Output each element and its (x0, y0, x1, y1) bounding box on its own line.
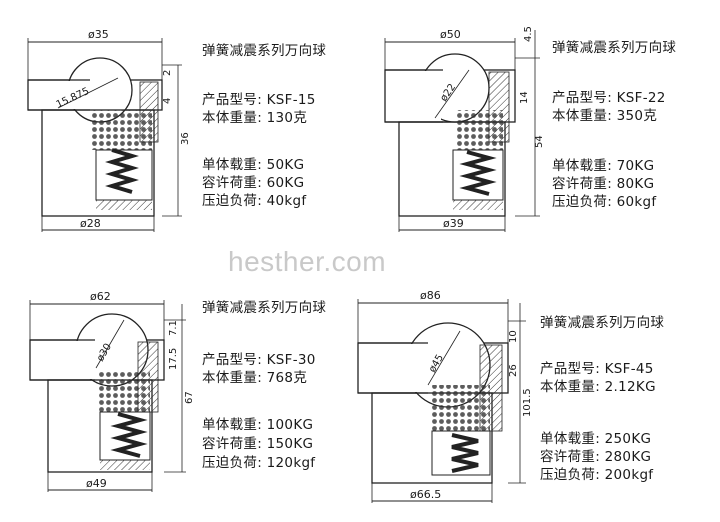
series-title: 弹簧减震系列万向球 (202, 300, 327, 316)
drawing-ksf15: ø35 15.875 2 4 36 ø28 (27, 28, 191, 232)
allow-load-value: 60KG (266, 175, 305, 191)
dim-h1: 2 (162, 70, 173, 76)
model-value: KSF-30 (266, 352, 316, 368)
label-model: 产品型号: KSF-22 (552, 90, 666, 106)
dim-top: ø86 (420, 289, 441, 302)
dim-h3: 67 (184, 391, 195, 404)
label-load: 单体载重: 100KG (202, 417, 314, 433)
dim-h1: 7.1 (168, 320, 179, 336)
series-title: 弹簧减震系列万向球 (552, 40, 677, 56)
watermark: hesther.com (228, 246, 387, 277)
weight-value: 2.12KG (604, 379, 656, 395)
press-load-value: 120kgf (266, 455, 316, 471)
drawing-ksf45: ø86 ø45 10 26 101.5 ø66.5 (357, 289, 533, 503)
model-value: KSF-45 (604, 361, 654, 377)
label-allow-load: 容许荷重: 150KG (202, 436, 314, 452)
label-model: 产品型号: KSF-45 (540, 361, 654, 377)
dim-h3: 36 (180, 132, 191, 145)
label-weight: 本体重量: 2.12KG (540, 379, 656, 395)
label-allow-load: 容许荷重: 280KG (540, 449, 652, 465)
load-value: 100KG (266, 417, 314, 433)
label-weight: 本体重量: 130克 (202, 110, 308, 126)
dim-bottom: ø49 (86, 477, 107, 490)
label-load: 单体载重: 70KG (552, 158, 655, 174)
dim-top: ø35 (88, 28, 109, 41)
label-allow-load: 容许荷重: 60KG (202, 175, 305, 191)
dim-h2: 17.5 (168, 348, 179, 370)
press-load-value: 200kgf (604, 467, 654, 483)
allow-load-value: 150KG (266, 436, 314, 452)
dim-bottom: ø39 (443, 217, 464, 230)
dim-bottom: ø66.5 (410, 488, 441, 501)
dim-top: ø62 (90, 290, 111, 303)
weight-value: 350克 (616, 108, 658, 124)
weight-value: 130克 (266, 110, 308, 126)
allow-load-value: 280KG (604, 449, 652, 465)
dim-bottom: ø28 (80, 217, 101, 230)
label-weight: 本体重量: 350克 (552, 108, 658, 124)
series-title: 弹簧减震系列万向球 (202, 43, 327, 59)
dim-h3: 54 (534, 135, 545, 148)
label-press-load: 压迫负荷: 120kgf (202, 455, 316, 471)
model-value: KSF-15 (266, 92, 316, 108)
drawing-ksf30: ø62 ø30 7.1 17.5 67 ø49 (29, 290, 195, 492)
label-weight: 本体重量: 768克 (202, 370, 308, 386)
dim-h1: 4.5 (523, 26, 534, 42)
load-value: 50KG (266, 157, 305, 173)
dim-h2: 14 (519, 91, 530, 104)
press-load-value: 60kgf (616, 194, 657, 210)
dim-h1: 10 (508, 330, 519, 343)
dim-h2: 26 (508, 364, 519, 377)
press-load-value: 40kgf (266, 193, 307, 209)
load-value: 70KG (616, 158, 655, 174)
dim-h3: 101.5 (522, 388, 533, 417)
label-press-load: 压迫负荷: 40kgf (202, 193, 307, 209)
weight-value: 768克 (266, 370, 308, 386)
label-press-load: 压迫负荷: 200kgf (540, 467, 654, 483)
series-title: 弹簧减震系列万向球 (540, 315, 665, 331)
allow-load-value: 80KG (616, 176, 655, 192)
label-allow-load: 容许荷重: 80KG (552, 176, 655, 192)
label-load: 单体载重: 50KG (202, 157, 305, 173)
drawing-ksf22: ø50 ø22 4.5 14 54 ø39 (384, 26, 545, 232)
dim-h2: 4 (162, 98, 173, 104)
label-model: 产品型号: KSF-15 (202, 92, 316, 108)
label-press-load: 压迫负荷: 60kgf (552, 194, 657, 210)
label-model: 产品型号: KSF-30 (202, 352, 316, 368)
label-load: 单体载重: 250KG (540, 431, 652, 447)
dim-top: ø50 (440, 28, 461, 41)
model-value: KSF-22 (616, 90, 666, 106)
load-value: 250KG (604, 431, 652, 447)
